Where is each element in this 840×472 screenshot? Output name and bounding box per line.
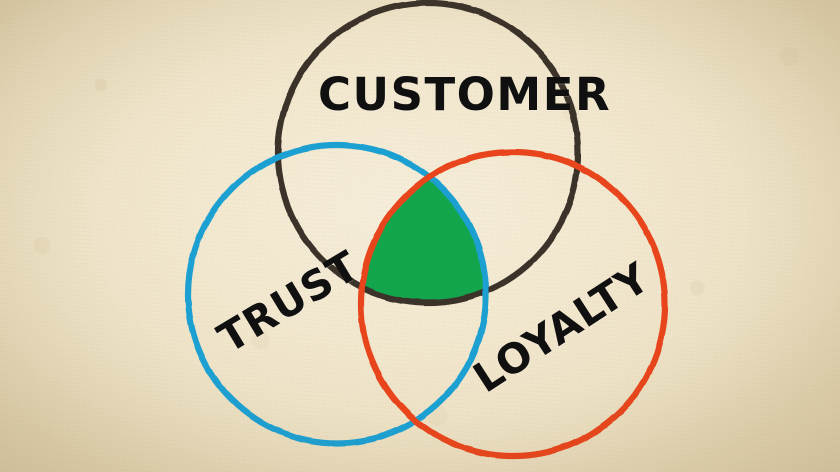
circle-loyalty-outline bbox=[357, 148, 669, 460]
label-customer: CUSTOMER bbox=[318, 68, 612, 121]
circle-customer-outline bbox=[274, 0, 582, 307]
circle-trust-outline bbox=[184, 141, 490, 447]
